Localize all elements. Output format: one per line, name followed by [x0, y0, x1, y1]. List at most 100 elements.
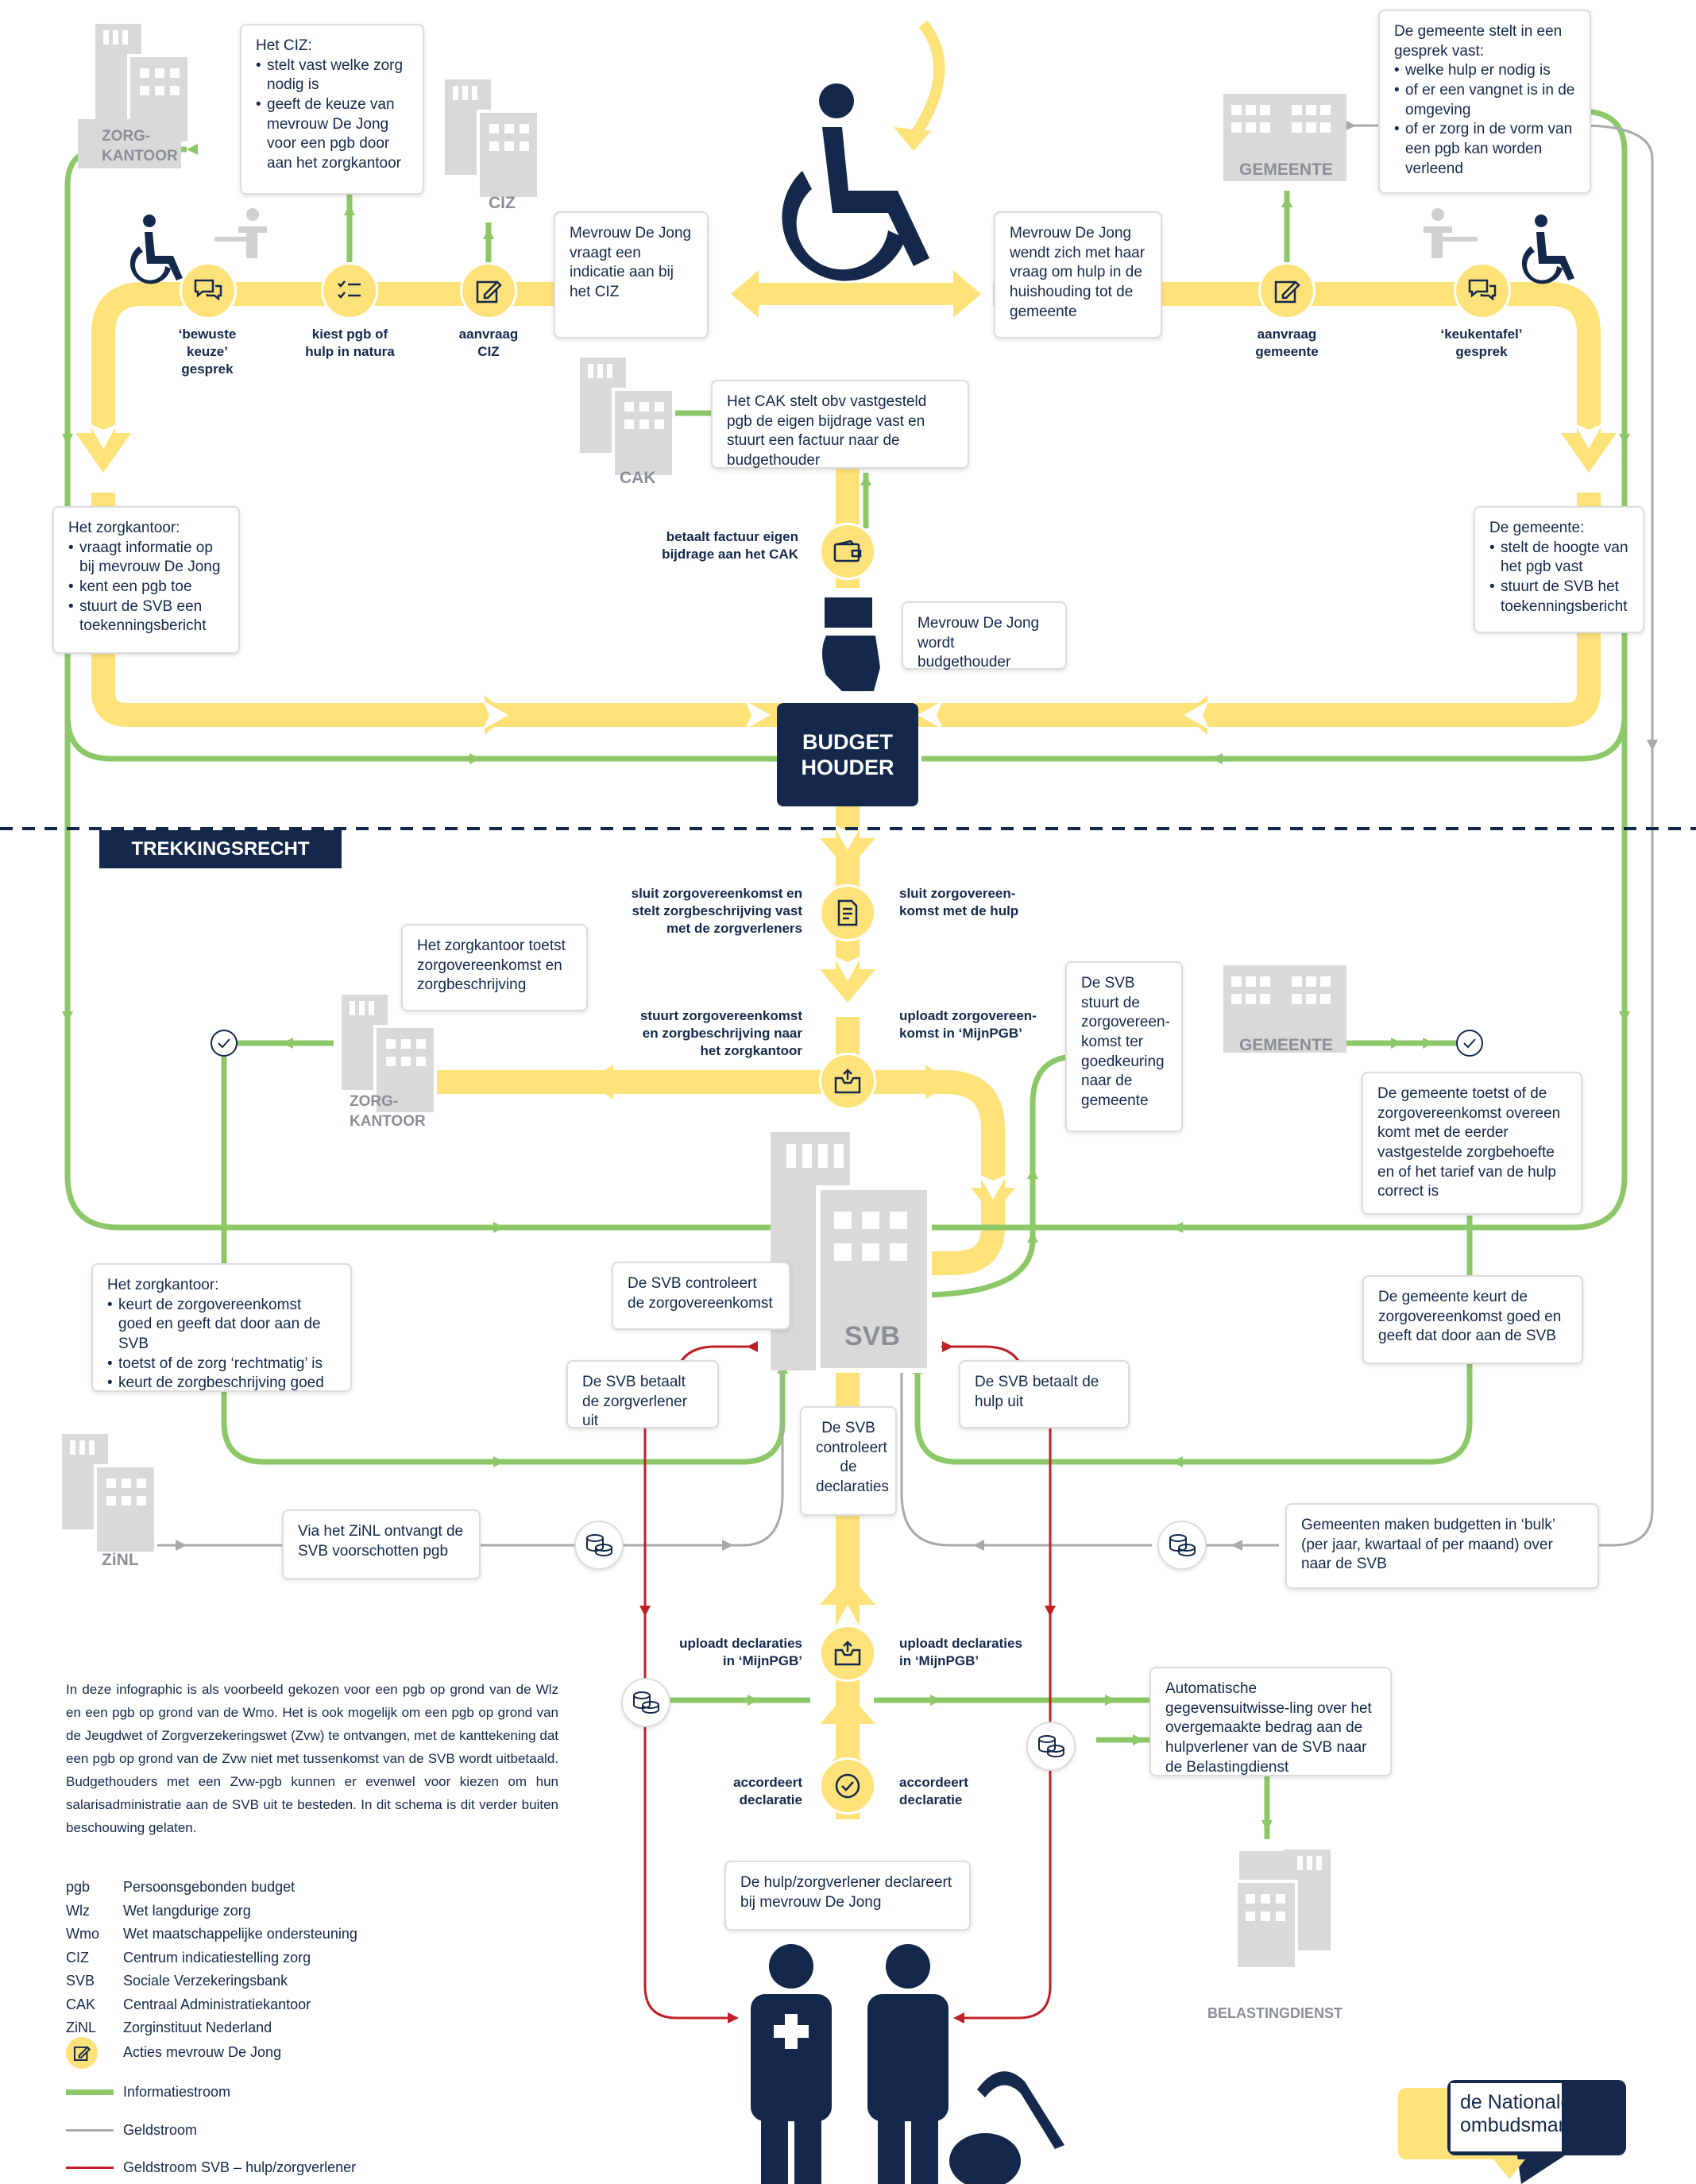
gemeente-info-title: De gemeente stelt in een gesprek vast: [1394, 23, 1563, 60]
svb-label: SVB [844, 1321, 900, 1351]
document-action-icon [819, 884, 876, 941]
abbr-value: Wet maatschappelijke ondersteuning [123, 1926, 357, 1942]
trekkingsrecht-label: TREKKINGSRECHT [99, 830, 342, 868]
upload-action-icon [819, 1053, 876, 1110]
legend-acties-row: Acties mevrouw De Jong [66, 2036, 281, 2069]
zorgkantoor-info-bullet: stuurt de SVB een toekenningsbericht [68, 597, 224, 636]
indicatie-box: Mevrouw De Jong vraagt een indicatie aan… [554, 211, 709, 338]
chat-action-icon-gemeente [1454, 262, 1511, 319]
desk-person-right-icon [1424, 208, 1478, 258]
zk-toetst-box: Het zorgkantoor toetst zorgovereenkomst … [401, 924, 588, 1011]
zorgkantoor-info-box: Het zorgkantoor: vraagt informatie op bi… [52, 506, 240, 654]
abbr-value: Centraal Administratiekantoor [123, 1996, 311, 2012]
legend-grey-line [66, 2129, 114, 2132]
keukentafel-label: ‘keukentafel’ gesprek [1440, 327, 1523, 360]
zk-keurt-bullet: keurt de zorgbeschrijving goed [107, 1374, 336, 1394]
abbr-value: Zorginstituut Nederland [123, 2020, 272, 2036]
legend-action-icon [66, 2036, 98, 2069]
wheelchair-icon [782, 83, 929, 281]
uploadt-declaraties-left-label: uploadt declaraties in ‘MijnPGB’ [679, 1636, 802, 1669]
form-action-icon [460, 262, 517, 319]
abbreviation-row: SVB Sociale Verzekeringsbank [66, 1969, 463, 1993]
uploadt-mijnpgb-label: uploadt zorgovereen- komst in ‘MijnPGB’ [899, 1008, 1037, 1042]
legend-red-line [66, 2167, 114, 2169]
check-gemeente-icon [1456, 1030, 1483, 1057]
abbr-value: Wet langdurige zorg [123, 1902, 251, 1919]
caregiver-helper-icon [867, 1944, 948, 2184]
zinl-box: Via het ZiNL ontvangt de SVB voorschotte… [282, 1509, 481, 1579]
zk-keurt-title: Het zorgkantoor: [107, 1277, 219, 1293]
accordeert-left-label: accordeert declaratie [733, 1775, 802, 1808]
hand-icon [822, 597, 880, 691]
gemeente-mid-label: GEMEENTE [1239, 1036, 1333, 1054]
zorgkantoor-info-bullet: kent een pgb toe [68, 578, 224, 597]
abbr-value: Centrum indicatiestelling zorg [123, 1949, 311, 1966]
cak-label: CAK [620, 469, 656, 487]
gem-toetst-box: De gemeente toetst of de zorgovereenkoms… [1362, 1072, 1582, 1215]
svb-declaraties-box: De SVB controleert de declaraties [800, 1406, 897, 1516]
accordeert-right-label: accordeert declaratie [899, 1775, 968, 1808]
caregiver-nurse-icon [751, 1944, 832, 2184]
ciz-info-bullet: stelt vast welke zorg nodig is [256, 56, 408, 95]
gem-keurt-box: De gemeente keurt de zorgovereenkomst go… [1362, 1275, 1583, 1364]
svb-betaalt-hulp-box: De SVB betaalt de hulp uit [959, 1360, 1130, 1428]
abbr-key: SVB [66, 1973, 95, 1989]
logo-text: de Nationale ombudsman [1460, 2091, 1572, 2136]
check-action-icon [819, 1757, 876, 1815]
wendt-box: Mevrouw De Jong wendt zich met haar vraa… [994, 211, 1162, 338]
ciz-info-box: Het CIZ: stelt vast welke zorg nodig isg… [240, 24, 424, 195]
zorgkantoor-top-label2: ZORG- KANTOOR [102, 128, 178, 164]
vacuum-icon [949, 2071, 1064, 2184]
ciz-label: CIZ [489, 194, 516, 212]
legend-geld-label: Geldstroom [123, 2122, 198, 2138]
zk-keurt-box: Het zorgkantoor: keurt de zorgovereenkom… [91, 1263, 352, 1394]
legend-informatie-row: Informatiestroom [66, 2084, 230, 2101]
abbr-value: Sociale Verzekeringsbank [123, 1973, 288, 1989]
zinl-label: ZiNL [102, 1551, 139, 1569]
wheelchair-small-right-icon [1521, 215, 1574, 284]
ciz-info-bullet: geeft de keuze van mevrouw De Jong voor … [256, 95, 408, 174]
trekkingsrecht-divider [0, 827, 1696, 830]
abbr-key: CAK [66, 1996, 96, 2012]
zorgkantoor-info-bullet: vraagt informatie op bij mevrouw De Jong [68, 539, 224, 578]
gemeente-info-bullet: of er zorg in de vorm van een pgb kan wo… [1394, 120, 1575, 179]
stuurt-zorgkantoor-label: stuurt zorgovereenkomst en zorgbeschrijv… [639, 1008, 802, 1059]
kiest-pgb-label: kiest pgb of hulp in natura [305, 327, 395, 360]
cak-info-box: Het CAK stelt obv vastgesteld pgb de eig… [711, 380, 969, 469]
coins-gemeente-icon [1157, 1521, 1207, 1570]
desk-person-left-icon [214, 208, 267, 258]
speech-bubble-logo-icon [1398, 2080, 1626, 2184]
bewuste-keuze-label: ‘bewuste keuze’ gesprek [178, 327, 237, 377]
gemeente-info-bullet: welke hulp er nodig is [1394, 61, 1575, 81]
coins-hulp-icon [1026, 1722, 1076, 1771]
form-action-icon-gemeente [1258, 262, 1315, 319]
automatische-box: Automatische gegevensuitwisse-ling over … [1149, 1667, 1392, 1776]
coins-zinl-icon [574, 1521, 624, 1570]
aanvraag-ciz-label: aanvraag CIZ [458, 327, 519, 360]
checklist-action-icon [321, 262, 378, 319]
uploadt-declaraties-right-label: uploadt declaraties in ‘MijnPGB’ [899, 1636, 1022, 1669]
gemeente-info-bullet: of er een vangnet is in de omgeving [1394, 81, 1575, 120]
abbreviation-row: pgb Persoonsgebonden budget [66, 1876, 463, 1900]
svb-controleert-box: De SVB controleert de zorgovereenkomst [612, 1262, 790, 1330]
abbr-key: Wmo [66, 1926, 99, 1942]
wallet-action-icon [819, 523, 876, 580]
wheelchair-small-left-icon [129, 215, 183, 284]
coins-zorgverlener-icon [621, 1678, 670, 1727]
ombudsman-logo: de Nationale ombudsman [1398, 2080, 1628, 2184]
declareert-box: De hulp/zorgverlener declareert bij mevr… [724, 1861, 971, 1931]
zk-keurt-bullet: toetst of de zorg ‘rechtmatig’ is [107, 1355, 336, 1374]
gemeente-info2-bullet: stuurt de SVB het toekenningsbericht [1489, 578, 1628, 617]
abbr-key: pgb [66, 1879, 91, 1896]
abbr-value: Persoonsgebonden budget [123, 1879, 296, 1896]
gemeenten-bulk-box: Gemeenten maken budgetten in ‘bulk’ (per… [1285, 1503, 1599, 1589]
gemeente-info2-box: De gemeente: stelt de hoogte van het pgb… [1474, 506, 1644, 633]
gemeente-info2-bullet: stelt de hoogte van het pgb vast [1489, 539, 1628, 578]
zk-keurt-bullet: keurt de zorgovereenkomst goed en geeft … [107, 1296, 336, 1355]
abbreviation-row: CAK Centraal Administratiekantoor [66, 1993, 463, 2017]
